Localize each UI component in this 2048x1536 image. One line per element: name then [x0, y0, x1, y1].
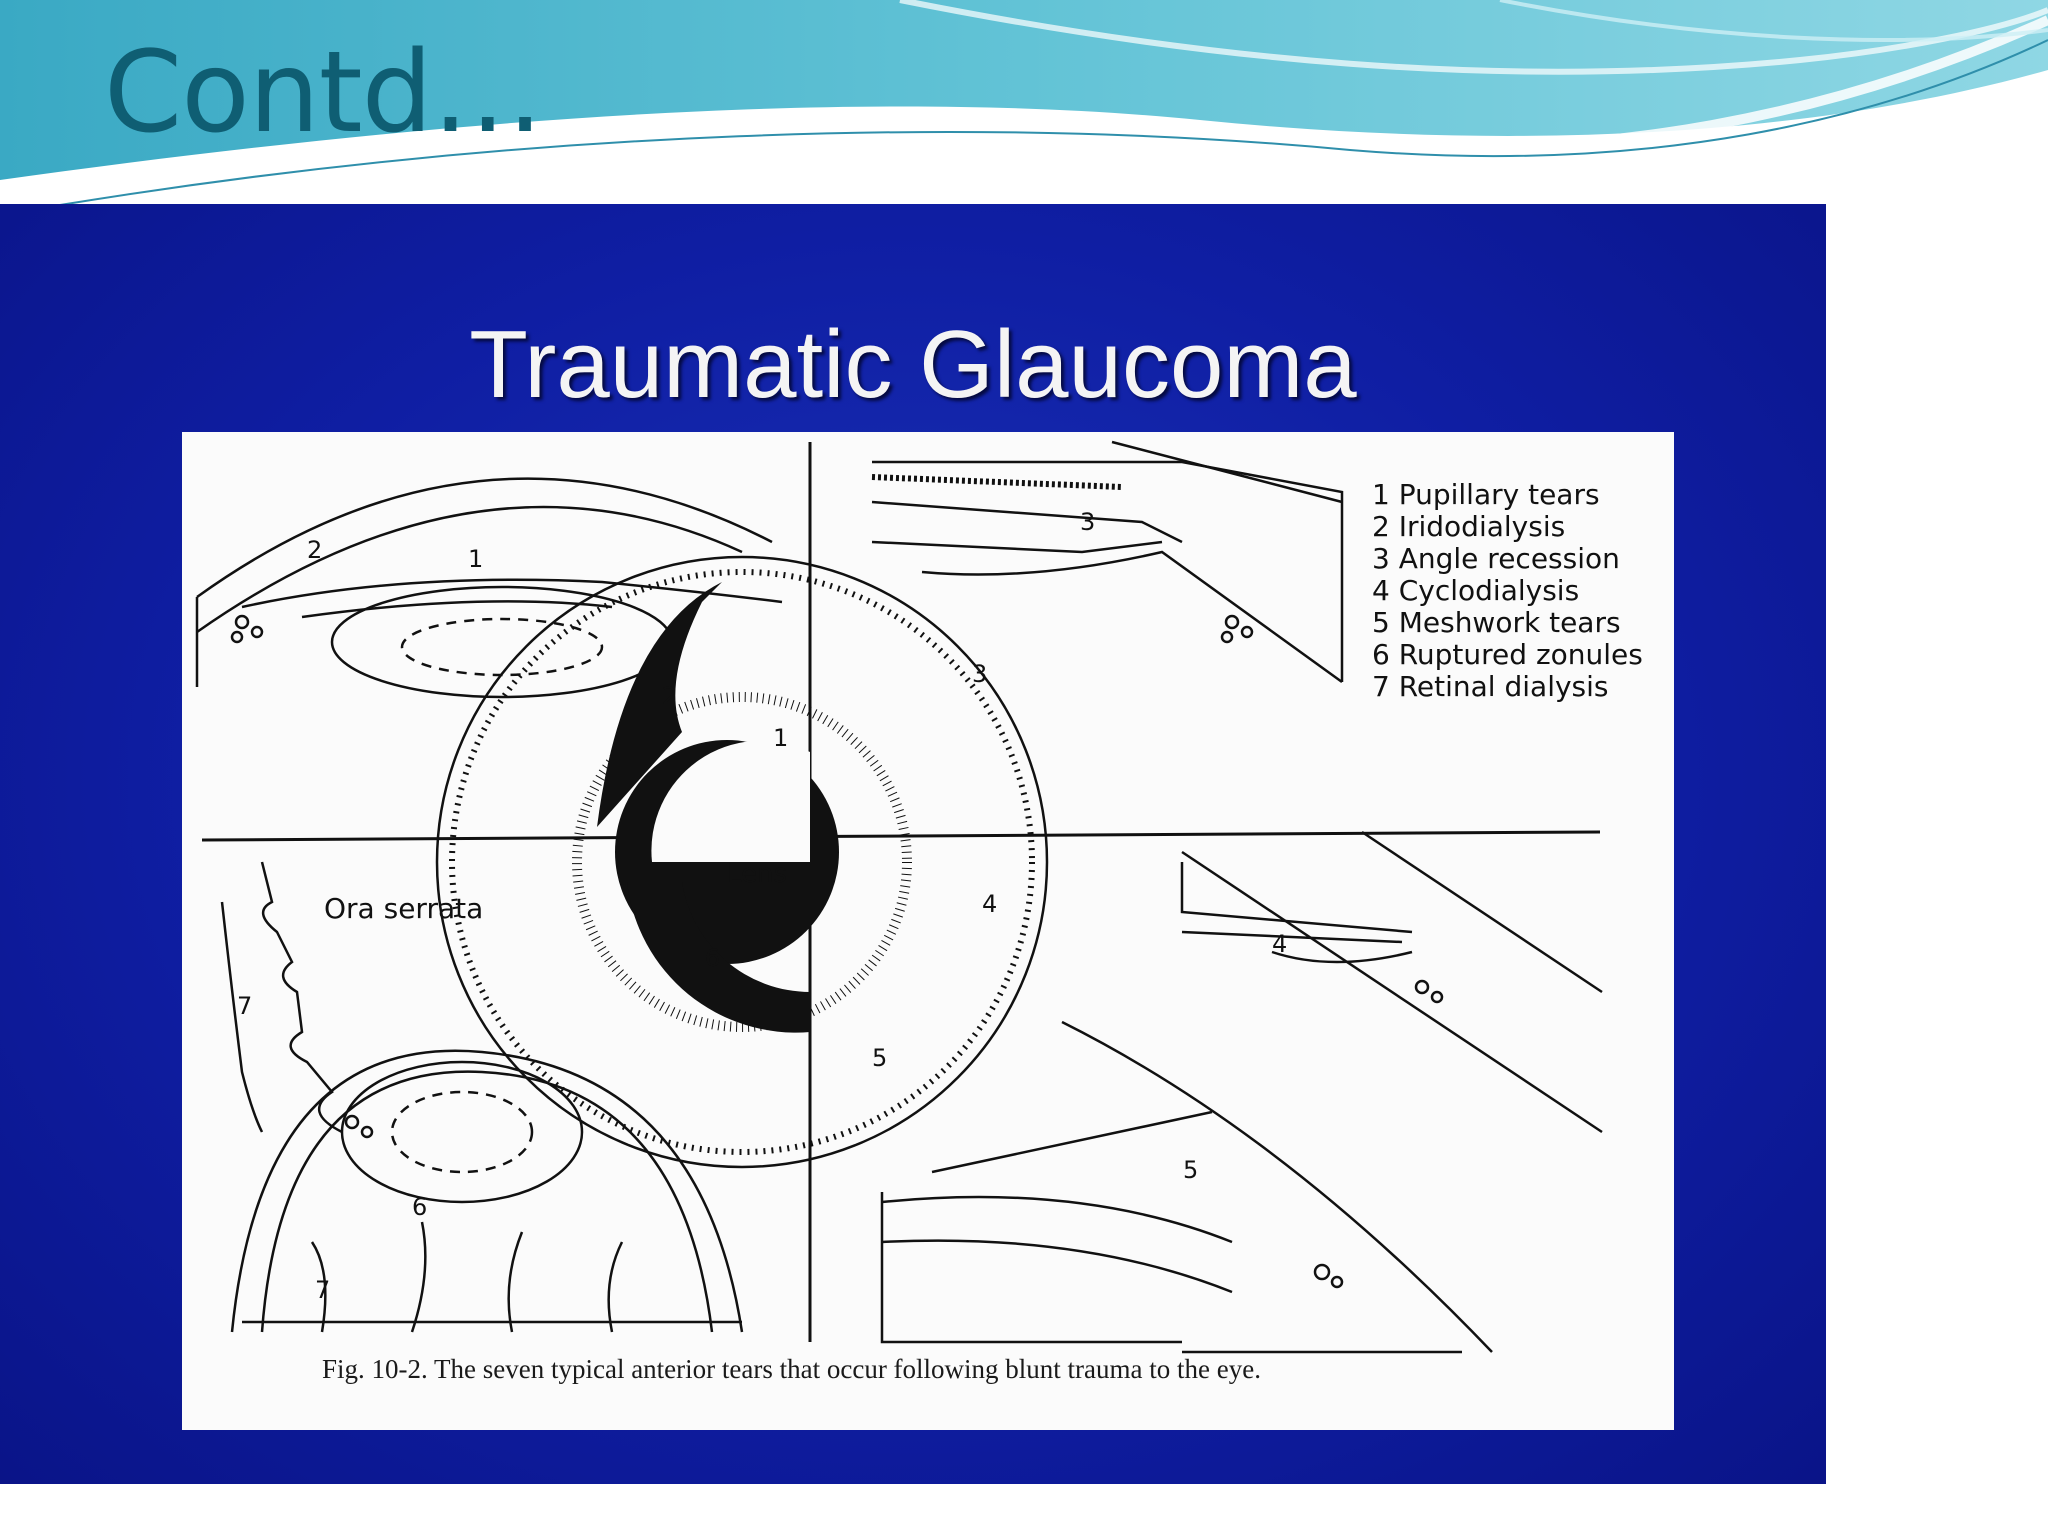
image-panel: Traumatic Glaucoma	[0, 204, 1826, 1484]
legend-item-5: 5 Meshwork tears	[1372, 606, 1621, 639]
ora-serrata-label: Ora serrata	[324, 892, 483, 925]
slide-title: Contd…	[104, 28, 544, 158]
diagram-number-labels: 2 1 3 2 1 3 4 6 5 4 5 6 7 7	[237, 508, 1287, 1304]
bottom-right-section	[880, 830, 1603, 1354]
figure-caption: Fig. 10-2. The seven typical anterior te…	[322, 1354, 1261, 1384]
lens-label: Lens	[727, 859, 787, 889]
legend-item-4: 4 Cyclodialysis	[1372, 574, 1579, 607]
label-5-bottom-right: 5	[1183, 1156, 1198, 1184]
legend-item-3: 3 Angle recession	[1372, 542, 1620, 575]
bottom-left-section	[230, 1049, 744, 1333]
label-1-iris: 1	[773, 724, 788, 752]
label-3-iris: 3	[972, 660, 987, 688]
label-7-bottom-left: 7	[315, 1276, 330, 1304]
eye-diagram: 2 1 3 2 1 3 4 6 5 4 5 6 7 7 Lens Ora ser…	[195, 440, 1643, 1354]
horizontal-divider	[201, 830, 1601, 842]
eye-trauma-figure: 2 1 3 2 1 3 4 6 5 4 5 6 7 7 Lens Ora ser…	[182, 432, 1674, 1430]
header-wave-decoration	[0, 0, 2048, 206]
legend: 1 Pupillary tears 2 Iridodialysis 3 Angl…	[1372, 478, 1643, 703]
legend-item-7: 7 Retinal dialysis	[1372, 670, 1609, 703]
top-right-section	[871, 440, 1344, 684]
legend-item-1: 1 Pupillary tears	[1372, 478, 1600, 511]
label-6-bottom-left: 6	[412, 1193, 427, 1221]
label-4-iris: 4	[982, 890, 997, 918]
label-2-iris: 2	[662, 682, 677, 710]
label-4-bottom-right: 4	[1272, 930, 1287, 958]
panel-title: Traumatic Glaucoma	[469, 311, 1357, 418]
label-7-ora: 7	[237, 992, 252, 1020]
iris-front-view	[435, 555, 1049, 1169]
top-left-section	[195, 477, 783, 699]
label-5-iris: 5	[872, 1044, 887, 1072]
label-3-top-right: 3	[1080, 508, 1095, 536]
label-2-top-left: 2	[307, 536, 322, 564]
label-1-top-left: 1	[468, 545, 483, 573]
ora-serrata-sketch	[220, 861, 343, 1134]
legend-item-2: 2 Iridodialysis	[1372, 510, 1565, 543]
legend-item-6: 6 Ruptured zonules	[1372, 638, 1643, 671]
label-6-iris: 6	[705, 944, 720, 972]
